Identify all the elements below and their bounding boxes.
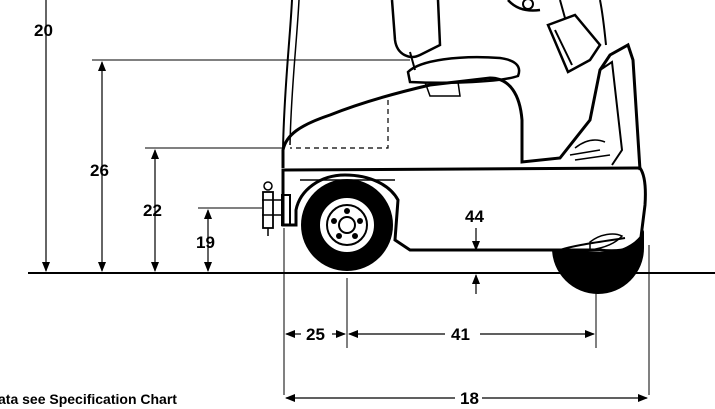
dim-label-overall-height: 20 [34,21,53,40]
rear-wheel [552,230,644,294]
steering-tiller [507,0,602,74]
dim-label-front-overhang: 25 [306,325,325,344]
dim-label-wheelbase: 41 [451,325,470,344]
front-wheel [301,179,393,271]
dim-label-hitch-height: 19 [196,233,215,252]
vehicle-body [281,42,642,171]
tow-hitch [262,181,282,236]
tow-tractor-illustration [262,0,647,294]
dim-label-ground-clearance: 44 [465,207,484,226]
dim-label-seat-height: 26 [90,161,109,180]
chassis [281,166,647,253]
seat-cushion [406,55,521,84]
dim-label-deck-height: 22 [143,201,162,220]
seat-back [390,0,442,59]
dim-label-overall-length: 18 [460,389,479,408]
front-bumper [281,194,291,226]
spec-chart-note: ata see Specification Chart [0,391,177,407]
